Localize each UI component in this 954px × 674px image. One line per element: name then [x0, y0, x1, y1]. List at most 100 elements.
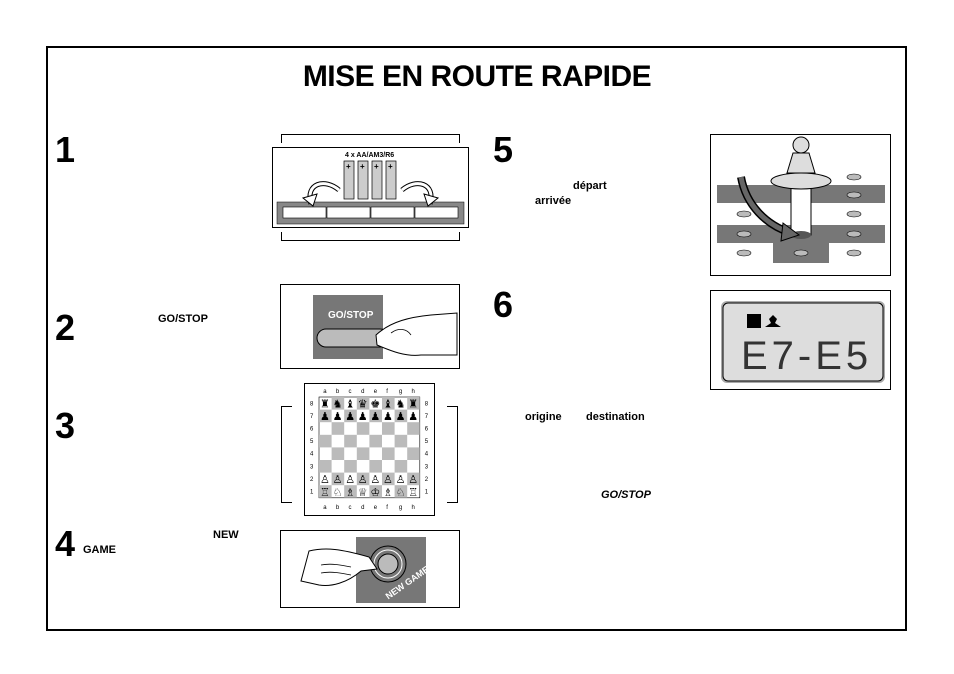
board-square-dark — [331, 472, 345, 486]
svg-text:+: + — [374, 162, 379, 171]
chess-piece: ♜ — [408, 399, 418, 411]
battery-illustration: 4 x AA/AM3/R6 ++++ — [272, 147, 469, 228]
board-square-dark — [407, 472, 420, 486]
board-square-dark — [344, 460, 357, 473]
board-rank-label: 8 — [310, 401, 314, 407]
board-square-dark — [331, 447, 345, 460]
chess-piece: ♙ — [333, 474, 343, 486]
chess-piece: ♟ — [396, 411, 406, 423]
board-rank-label: 6 — [425, 427, 429, 433]
step-number-5: 5 — [493, 129, 514, 170]
board-rank-label: 5 — [310, 439, 314, 445]
chess-piece: ♝ — [345, 399, 355, 411]
go-stop-illustration: GO/STOP — [280, 284, 460, 369]
lcd-figure: E7-E5 — [721, 301, 885, 383]
step-number-2: 2 — [55, 307, 76, 348]
chess-piece: ♖ — [408, 487, 418, 499]
lcd-illustration: E7-E5 — [710, 290, 891, 390]
board-square-dark — [394, 460, 408, 473]
lcd-black-square-icon — [747, 314, 761, 328]
board-rank-label: 8 — [425, 401, 429, 407]
board-square-dark — [344, 409, 357, 423]
pawn-move-illustration — [710, 134, 891, 276]
chess-piece: ♙ — [345, 474, 355, 486]
keyword-arrivee: arrivée — [535, 195, 572, 207]
chess-piece: ♘ — [396, 487, 406, 499]
board-rank-label: 3 — [310, 464, 314, 470]
keyword-destination: destination — [586, 411, 645, 423]
board-square-dark — [331, 397, 345, 410]
chess-piece: ♟ — [370, 411, 380, 423]
board-square-dark — [344, 485, 357, 498]
chess-piece: ♙ — [358, 474, 368, 486]
chess-piece: ♟ — [333, 411, 343, 423]
keyword-go-stop: GO/STOP — [158, 313, 208, 325]
chess-piece: ♗ — [383, 487, 393, 499]
step-number-1: 1 — [55, 129, 76, 170]
board-file-label: a — [323, 389, 327, 395]
board-square-dark — [356, 422, 370, 435]
board-square-dark — [319, 409, 332, 423]
board-file-label: a — [323, 505, 327, 511]
board-rank-label: 1 — [310, 490, 314, 496]
keyword-depart: départ — [573, 180, 607, 192]
chess-piece: ♖ — [320, 487, 330, 499]
board-bracket-right — [447, 406, 458, 503]
board-square-dark — [319, 485, 332, 498]
board-file-label: h — [412, 505, 415, 511]
keyword-new: NEW — [213, 529, 239, 541]
chess-piece: ♕ — [358, 487, 368, 499]
board-square-dark — [382, 397, 395, 410]
page-frame — [46, 46, 907, 631]
board-square-dark — [394, 409, 408, 423]
battery-label: 4 x AA/AM3/R6 — [345, 152, 394, 159]
board-file-label: e — [374, 505, 378, 511]
board-file-label: c — [349, 389, 352, 395]
board-rank-label: 6 — [310, 427, 314, 433]
board-file-label: b — [336, 389, 340, 395]
chess-piece: ♚ — [370, 399, 380, 411]
svg-text:+: + — [388, 162, 393, 171]
chess-piece: ♛ — [358, 399, 368, 411]
chess-piece: ♙ — [396, 474, 406, 486]
board-square-dark — [319, 434, 332, 448]
board-file-label: f — [386, 389, 388, 395]
board-square-dark — [356, 472, 370, 486]
chess-piece: ♞ — [333, 399, 343, 411]
board-rank-label: 4 — [425, 452, 429, 458]
board-file-label: e — [374, 389, 378, 395]
board-square-dark — [382, 422, 395, 435]
board-rank-label: 2 — [310, 477, 314, 483]
board-rank-label: 7 — [425, 414, 429, 420]
svg-text:+: + — [346, 162, 351, 171]
board-square-dark — [369, 434, 382, 448]
step-number-3: 3 — [55, 405, 76, 446]
chess-piece: ♝ — [383, 399, 393, 411]
chess-piece: ♙ — [320, 474, 330, 486]
chess-piece: ♙ — [370, 474, 380, 486]
chess-piece: ♗ — [345, 487, 355, 499]
chess-piece: ♟ — [320, 411, 330, 423]
board-bracket-left — [281, 406, 292, 503]
keyword-go-stop-italic: GO/STOP — [601, 489, 651, 501]
board-square-dark — [382, 447, 395, 460]
board-file-label: d — [361, 505, 364, 511]
board-square-dark — [356, 397, 370, 410]
board-file-label: c — [349, 505, 352, 511]
board-square-dark — [369, 409, 382, 423]
board-file-label: d — [361, 389, 364, 395]
board-file-label: b — [336, 505, 340, 511]
board-rank-label: 7 — [310, 414, 314, 420]
board-square-dark — [369, 485, 382, 498]
board-square-dark — [382, 472, 395, 486]
chess-piece: ♟ — [358, 411, 368, 423]
step-number-4: 4 — [55, 523, 76, 564]
new-game-figure: NEW GAME — [300, 537, 431, 603]
board-square-dark — [394, 434, 408, 448]
chess-piece: ♘ — [333, 487, 343, 499]
keyword-game: GAME — [83, 544, 116, 556]
board-rank-label: 3 — [425, 464, 429, 470]
board-rank-label: 2 — [425, 477, 429, 483]
board-file-label: g — [399, 389, 402, 395]
